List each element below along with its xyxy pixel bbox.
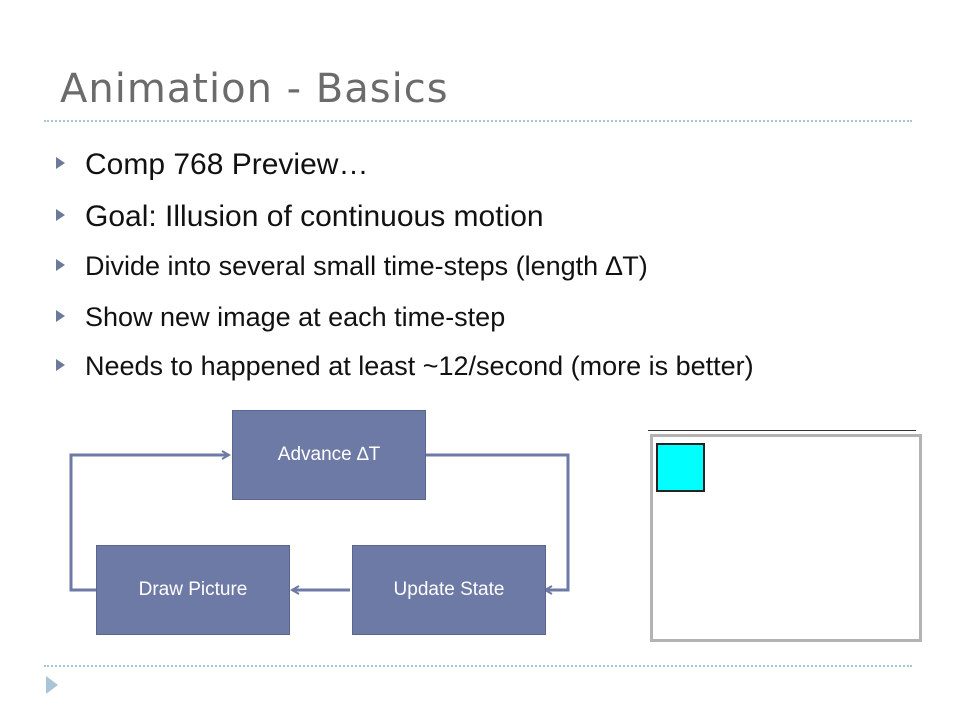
bullet-item: Divide into several small time-steps (le… <box>56 251 648 282</box>
top-divider <box>44 120 912 122</box>
connector-advance-to-update <box>425 453 570 590</box>
bullet-item: Comp 768 Preview… <box>56 148 368 182</box>
moving-square <box>656 443 705 492</box>
bullet-text: Divide into several small time-steps (le… <box>85 251 648 281</box>
bullet-arrow-icon <box>56 209 65 222</box>
bullet-item: Goal: Illusion of continuous motion <box>56 200 544 234</box>
connector-draw-to-advance <box>69 455 229 592</box>
bullet-text: Show new image at each time-step <box>85 302 506 332</box>
bullet-item: Show new image at each time-step <box>56 302 505 333</box>
bullet-arrow-icon <box>56 258 65 271</box>
advance-step-box: Advance ∆T <box>232 410 426 500</box>
slide-title: Animation - Basics <box>60 66 449 112</box>
bullet-text: Needs to happened at least ~12/second (m… <box>85 351 754 381</box>
draw-picture-box: Draw Picture <box>96 545 290 635</box>
bullet-text: Goal: Illusion of continuous motion <box>85 200 544 233</box>
bullet-text: Comp 768 Preview… <box>85 148 369 181</box>
bullet-arrow-icon <box>56 358 65 371</box>
bullet-item: Needs to happened at least ~12/second (m… <box>56 351 754 382</box>
bottom-divider <box>44 665 912 667</box>
animation-frame-topline <box>648 430 916 431</box>
bullet-arrow-icon <box>56 309 65 322</box>
bullet-arrow-icon <box>56 157 65 170</box>
update-state-box: Update State <box>352 545 546 635</box>
slide-corner-arrow-icon <box>46 676 58 694</box>
